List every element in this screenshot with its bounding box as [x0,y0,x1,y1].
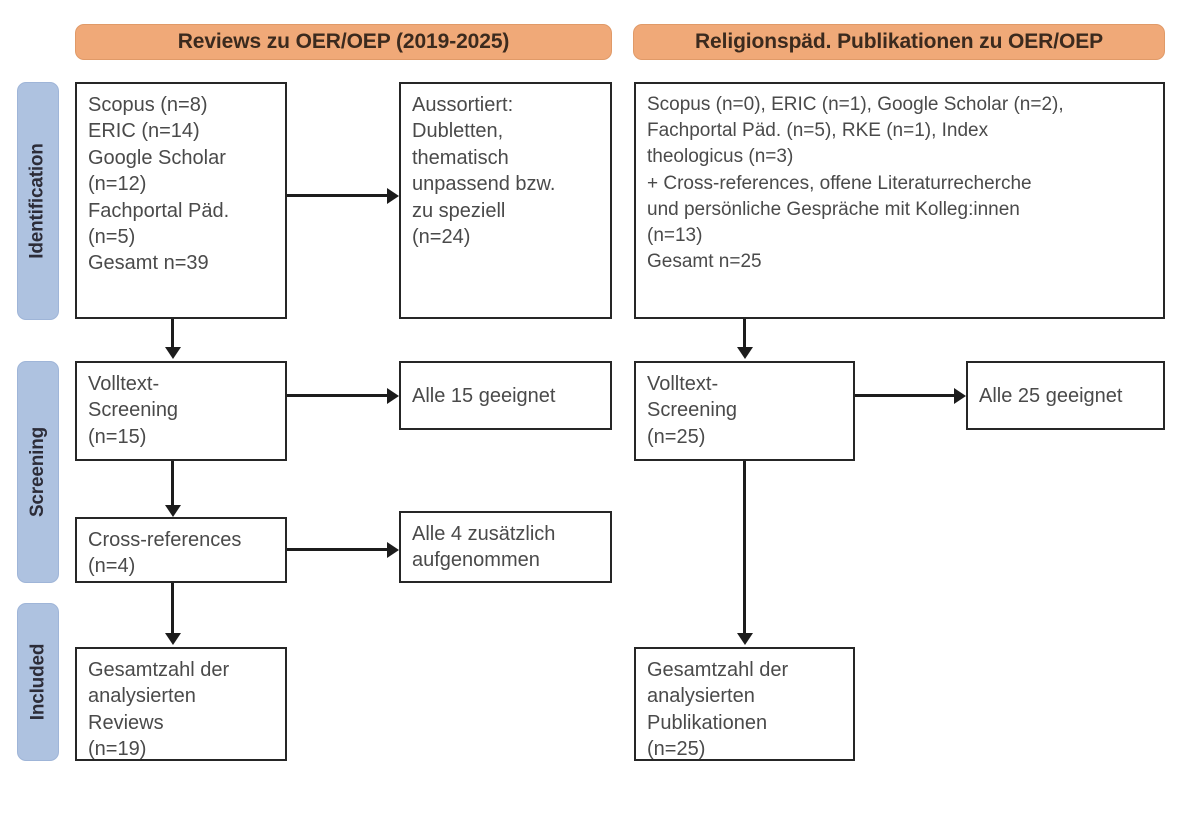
node-right-identification-sources: Scopus (n=0), ERIC (n=1), Google Scholar… [634,82,1165,319]
edge-left-screening-to-eligible [287,394,387,397]
node-left-screening-eligible: Alle 15 geeignet [399,361,612,430]
node-right-included-total: Gesamtzahl der analysierten Publikatione… [634,647,855,761]
arrowhead-left-crossrefs-to-added [387,541,399,558]
arrowhead-right-identification-to-screening [736,347,753,359]
stage-tab-screening-label: Screening [27,426,49,518]
stage-tab-included: Included [17,603,59,761]
column-header-religionspaed: Religionspäd. Publikationen zu OER/OEP [633,24,1165,60]
arrowhead-left-identification-to-screening [164,347,181,359]
edge-right-screening-to-eligible [855,394,954,397]
arrowhead-left-screening-to-eligible [387,387,399,404]
node-right-screening-eligible: Alle 25 geeignet [966,361,1165,430]
node-left-included-total: Gesamtzahl der analysierten Reviews (n=1… [75,647,287,761]
column-header-reviews: Reviews zu OER/OEP (2019-2025) [75,24,612,60]
stage-tab-identification-label: Identification [27,143,49,259]
arrowhead-left-crossrefs-to-included [164,633,181,645]
edge-left-identification-to-excluded [287,194,387,197]
arrowhead-right-screening-to-included [736,633,753,645]
arrowhead-right-screening-to-eligible [954,387,966,404]
node-left-identification-sources: Scopus (n=8) ERIC (n=14) Google Scholar … [75,82,287,319]
edge-left-screening-to-crossrefs [171,461,174,505]
edge-right-identification-to-screening [743,319,746,347]
edge-left-identification-to-screening [171,319,174,347]
node-right-fulltext-screening: Volltext- Screening (n=25) [634,361,855,461]
node-left-fulltext-screening: Volltext- Screening (n=15) [75,361,287,461]
node-left-crossreferences-added: Alle 4 zusätzlich aufgenommen [399,511,612,583]
stage-tab-screening: Screening [17,361,59,583]
node-left-excluded: Aussortiert: Dubletten, thematisch unpas… [399,82,612,319]
edge-left-crossrefs-to-included [171,583,174,633]
arrowhead-left-screening-to-crossrefs [164,505,181,517]
edge-left-crossrefs-to-added [287,548,387,551]
stage-tab-identification: Identification [17,82,59,320]
arrowhead-left-identification-to-excluded [387,187,399,204]
edge-right-screening-to-included [743,461,746,633]
stage-tab-included-label: Included [27,643,49,721]
node-left-crossreferences: Cross-references (n=4) [75,517,287,583]
